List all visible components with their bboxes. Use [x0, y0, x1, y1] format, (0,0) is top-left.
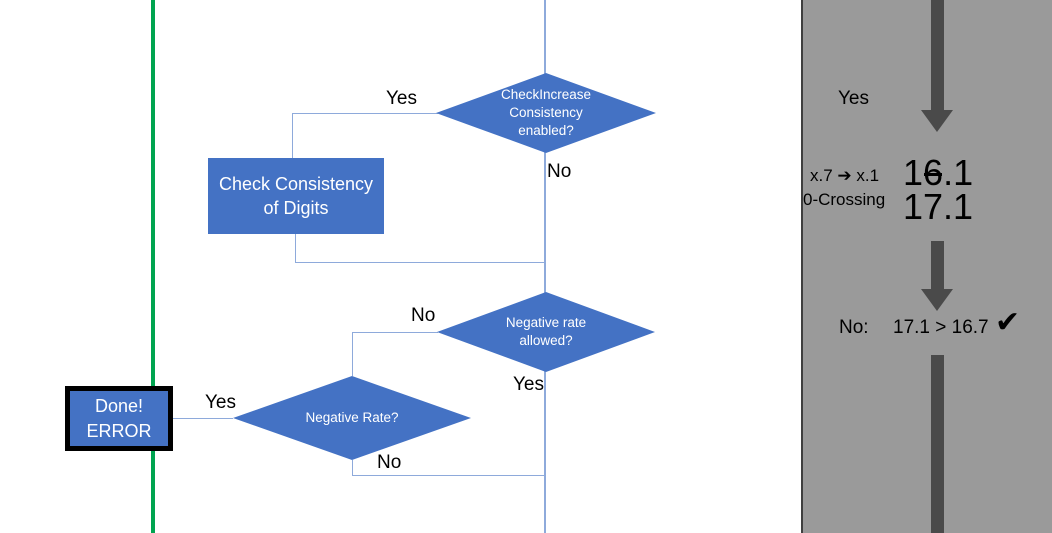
- panel-comparison-expression: 17.1 > 16.7: [893, 317, 989, 338]
- panel-comparison-prefix: No:: [839, 317, 869, 338]
- edge-label-negative-rate-yes: Yes: [205, 392, 236, 413]
- down-arrow-2-shaft: [931, 241, 944, 291]
- down-arrow-1-shaft: [931, 0, 944, 111]
- main-flow-spine: [544, 0, 546, 533]
- edge-label-checkincrease-no: No: [547, 161, 572, 182]
- checkmark-icon: ✔: [995, 306, 1021, 339]
- down-arrow-3-shaft: [931, 355, 944, 533]
- process-check-consistency-of-digits[interactable]: Check Consistency of Digits: [208, 158, 384, 234]
- decision-negative-rate-allowed[interactable]: Negative rate allowed?: [437, 292, 655, 372]
- panel-value-before: 16.1: [903, 152, 973, 194]
- process-check-consistency-line2: of Digits: [263, 198, 329, 218]
- decision-checkincrease-label: CheckIncrease Consistency enabled?: [436, 73, 656, 153]
- panel-value-after: 17.1: [903, 186, 974, 227]
- edge-label-checkincrease-yes: Yes: [386, 88, 417, 109]
- connector-consistency-out-vertical: [295, 234, 296, 262]
- connector-negative-rate-yes-horizontal: [173, 418, 233, 419]
- panel-yes-label: Yes: [838, 88, 869, 109]
- panel-value-before-struck-digit: 6: [923, 152, 944, 193]
- process-check-consistency-line1: Check Consistency: [218, 173, 374, 194]
- connector-negative-rate-no-horizontal: [352, 475, 545, 476]
- annotation-panel: Yes x.7 ➔ x.1 0-Crossing 16.1 17.1 No: 1…: [801, 0, 1052, 533]
- edge-label-negative-allowed-no: No: [411, 305, 436, 326]
- down-arrow-1-head: [921, 110, 953, 132]
- terminator-done-line2: ERROR: [86, 420, 152, 441]
- green-vertical-divider: [151, 0, 155, 533]
- connector-negative-allowed-no-vertical: [352, 332, 353, 376]
- connector-checkincrease-yes-horizontal: [292, 113, 438, 114]
- panel-rounding-label: x.7 ➔ x.1: [810, 166, 880, 185]
- decision-negative-rate-label: Negative Rate?: [233, 376, 471, 460]
- connector-negative-rate-no-vertical: [352, 460, 353, 475]
- decision-checkincrease-consistency[interactable]: CheckIncrease Consistency enabled?: [436, 73, 656, 153]
- connector-negative-allowed-no-horizontal: [352, 332, 438, 333]
- connector-checkincrease-yes-vertical: [292, 113, 293, 158]
- terminator-done-error[interactable]: Done! ERROR: [65, 386, 173, 451]
- decision-negative-rate[interactable]: Negative Rate?: [233, 376, 471, 460]
- decision-checkincrease-line3: enabled?: [518, 123, 574, 139]
- decision-negative-allowed-line1: Negative rate: [505, 314, 587, 330]
- panel-value-before-prefix: 1: [903, 152, 924, 193]
- decision-negative-rate-allowed-label: Negative rate allowed?: [437, 292, 655, 372]
- down-arrow-2-head: [921, 289, 953, 311]
- panel-value-before-suffix: .1: [943, 152, 974, 193]
- connector-consistency-out-horizontal: [295, 262, 545, 263]
- panel-zero-crossing-label: 0-Crossing: [803, 190, 886, 209]
- terminator-done-line1: Done!: [94, 396, 144, 417]
- edge-label-negative-rate-no: No: [377, 452, 402, 473]
- decision-negative-rate-line1: Negative Rate?: [305, 409, 399, 425]
- decision-checkincrease-line2: Consistency: [509, 104, 583, 120]
- decision-checkincrease-line1: CheckIncrease: [500, 86, 592, 102]
- decision-negative-allowed-line2: allowed?: [519, 333, 573, 348]
- edge-label-negative-allowed-yes: Yes: [513, 374, 544, 395]
